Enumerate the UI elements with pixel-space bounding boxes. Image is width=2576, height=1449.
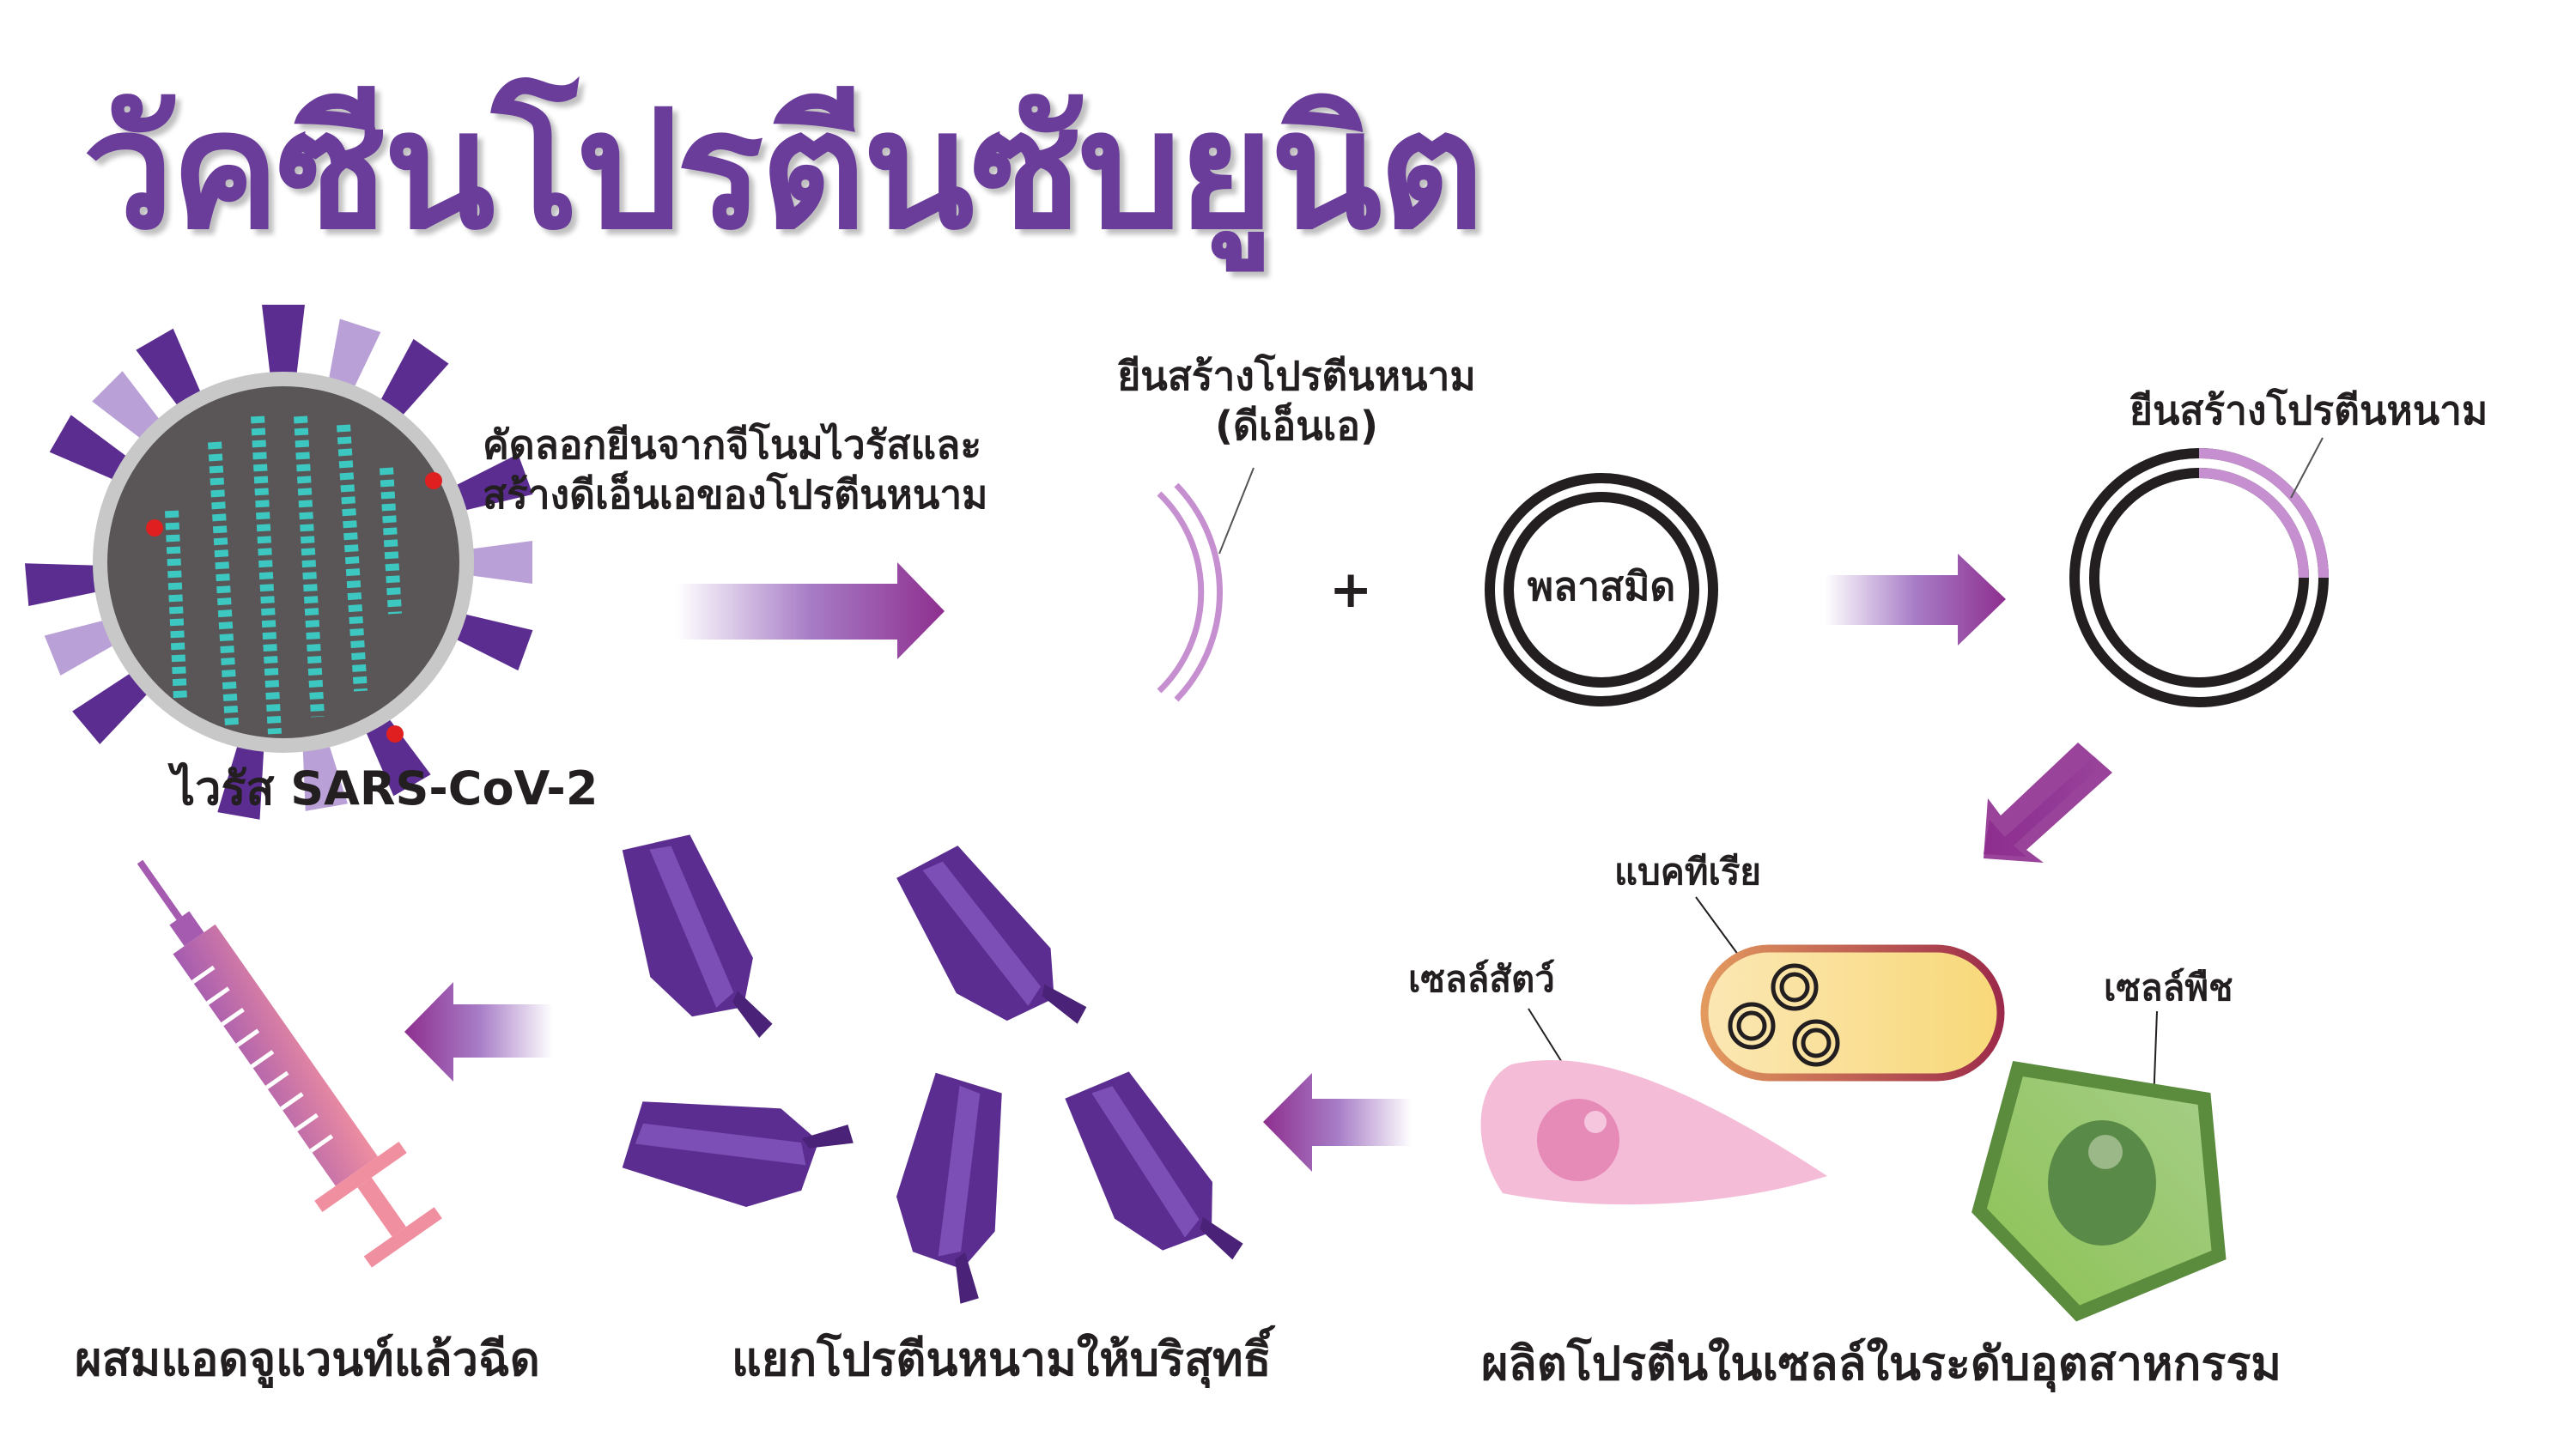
sars-cov-2-virus-illustration	[24, 305, 533, 820]
spike-proteins-illustration	[605, 821, 1251, 1308]
gene-label: ยีนสร้างโปรตีนหนาม (ดีเอ็นเอ)	[1108, 352, 1485, 451]
extract-gene-line-2: สร้างดีเอ็นเอของโปรตีนหนาม	[483, 470, 988, 518]
arrow-left-icon	[404, 982, 553, 1082]
animal-cell-illustration	[1480, 1008, 1827, 1205]
mix-inject-label: ผสมแอดจูแวนท์แล้วฉีด	[75, 1332, 540, 1386]
extract-gene-line-1: คัดลอกยีนจากจีโนมไวรัสและ	[483, 421, 982, 468]
plant-cell-illustration	[1971, 1010, 2227, 1322]
page-title: วัคซีนโปรตีนซับยูนิต	[82, 76, 1485, 265]
animal-cell-label: เซลล์สัตว์	[1408, 958, 1555, 1000]
plant-cell-label: เซลล์พืช	[2104, 967, 2233, 1009]
arrow-left-icon	[1263, 1073, 1412, 1172]
gene-label-line-1: ยีนสร้างโปรตีนหนาม	[1117, 353, 1476, 399]
plasmid-illustration	[1485, 473, 1718, 706]
recombinant-plasmid-illustration	[2069, 437, 2329, 707]
arrow-right-icon	[677, 562, 945, 659]
recombinant-gene-label: ยีนสร้างโปรตีนหนาม	[2129, 387, 2488, 433]
plasmid-label: พลาสมิด	[1527, 563, 1676, 609]
gene-label-line-2: (ดีเอ็นเอ)	[1214, 402, 1379, 449]
bacteria-illustration	[1695, 896, 2005, 1082]
plus-sign: +	[1329, 560, 1373, 620]
bacteria-label: แบคทีเรีย	[1614, 851, 1762, 893]
produce-label: ผลิตโปรตีนในเซลล์ในระดับอุตสาหกรรม	[1481, 1337, 2281, 1391]
arrow-right-icon	[1825, 554, 2006, 646]
extract-gene-text: คัดลอกยีนจากจีโนมไวรัสและ สร้างดีเอ็นเอข…	[483, 421, 987, 519]
syringe-illustration	[137, 859, 442, 1268]
spike-gene-dna-illustration	[1157, 467, 1255, 702]
virus-label: ไวรัส SARS-CoV-2	[172, 761, 598, 815]
purify-label: แยกโปรตีนหนามให้บริสุทธิ์	[732, 1332, 1272, 1386]
